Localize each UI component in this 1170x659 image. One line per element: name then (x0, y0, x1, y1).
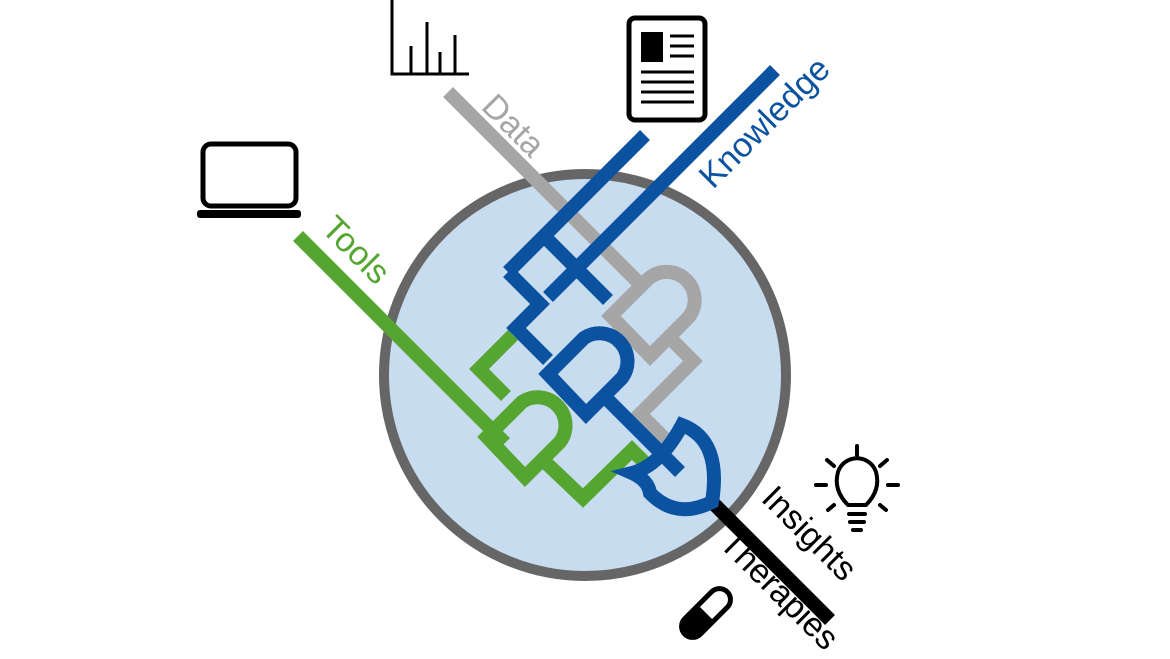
label-tools: Tools (314, 209, 397, 292)
laptop-icon (197, 141, 301, 218)
output-line (707, 497, 835, 625)
document-icon (626, 15, 708, 123)
tools-wire (293, 231, 657, 508)
bar-chart-icon (390, 0, 469, 76)
data-wire (443, 87, 703, 446)
pill-icon (679, 586, 733, 640)
knowledge-wire (503, 65, 780, 517)
lightbulb-icon (814, 444, 900, 532)
